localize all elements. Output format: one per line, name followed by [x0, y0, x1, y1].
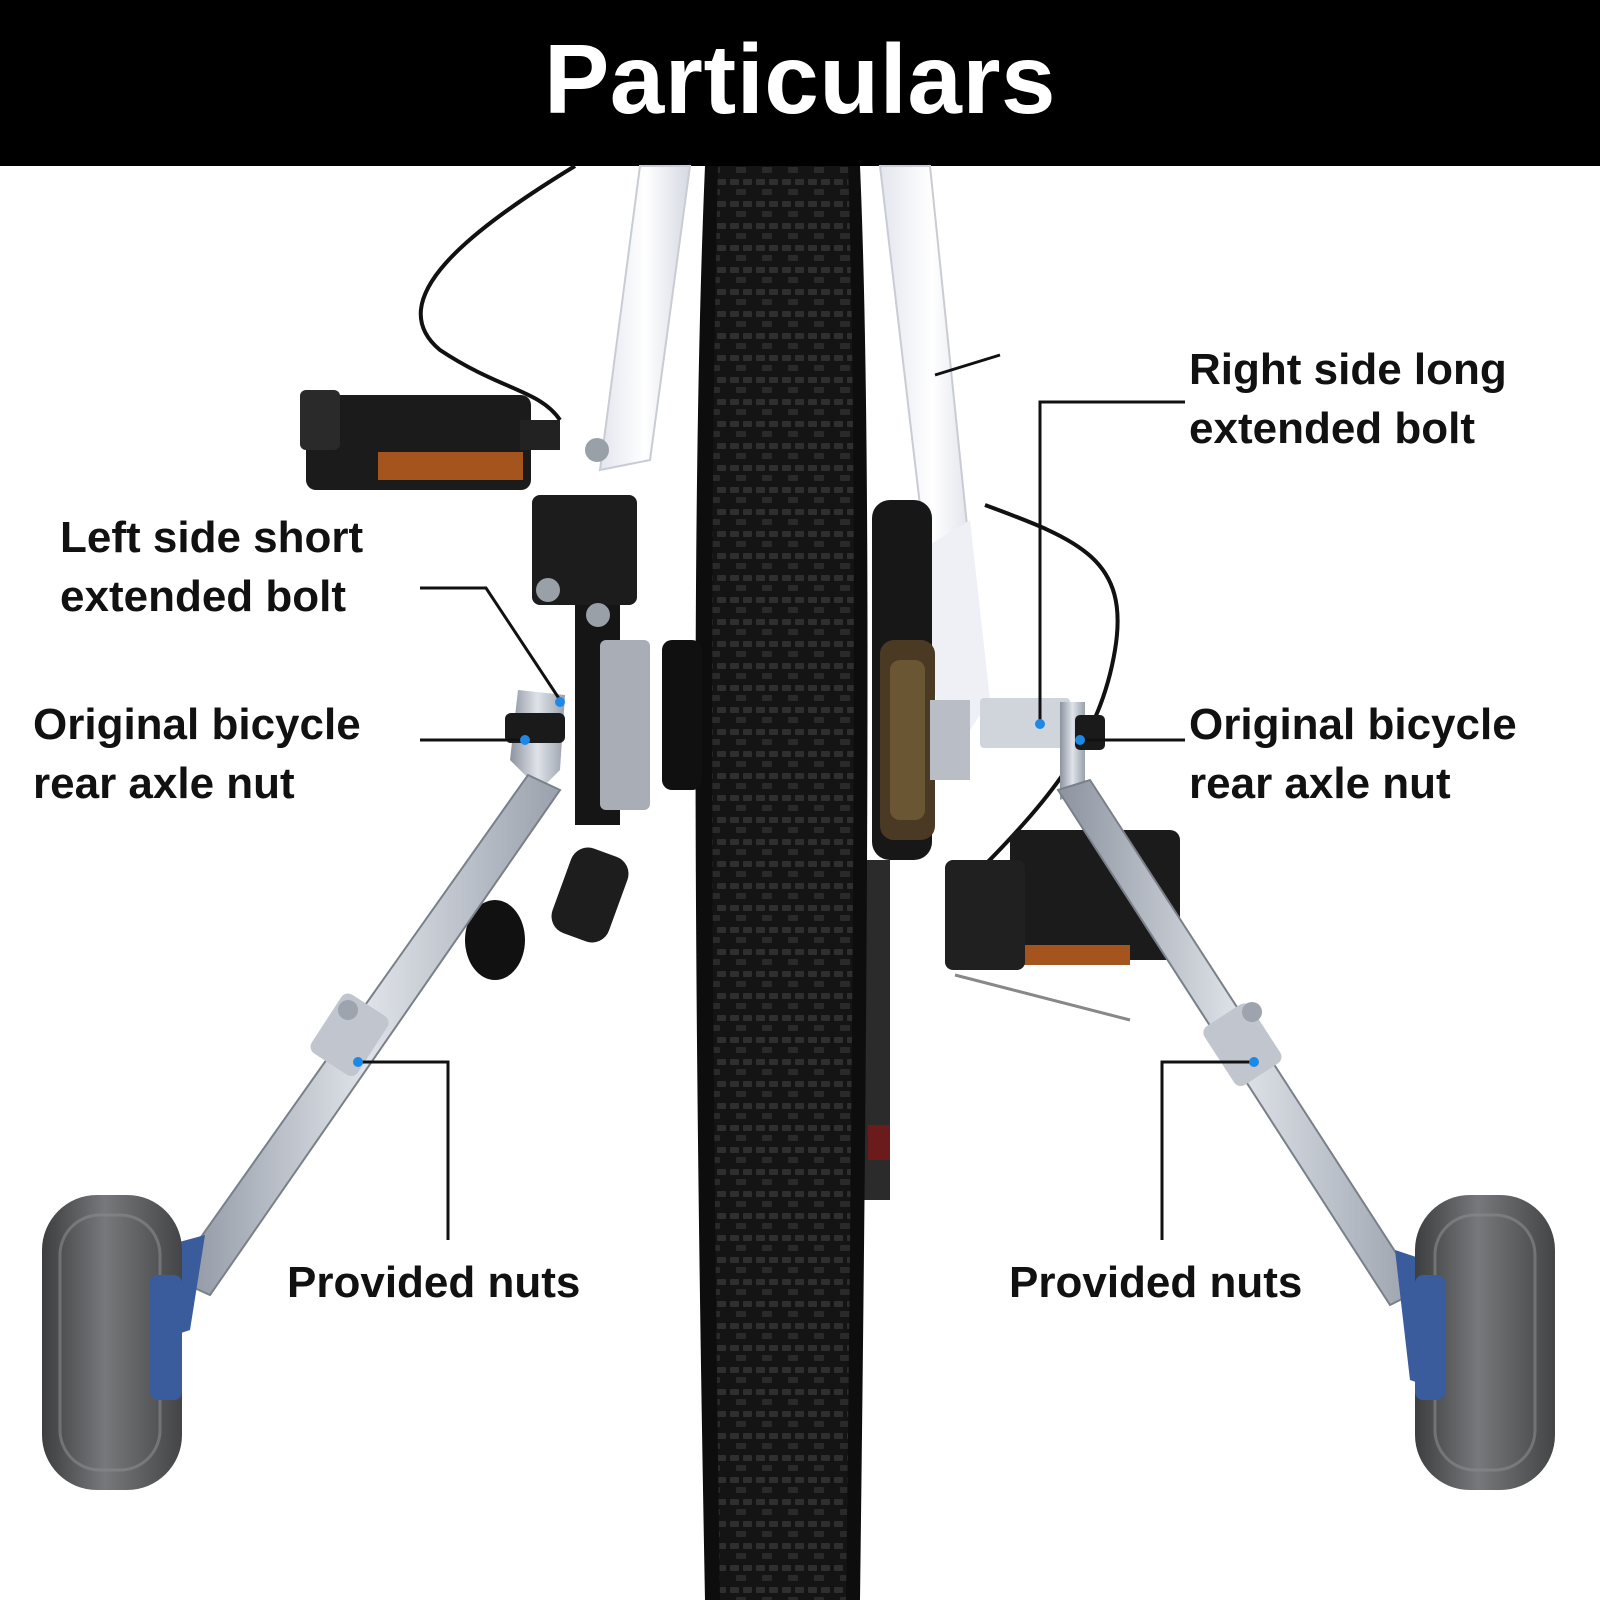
- header-bar: Particulars: [0, 0, 1600, 166]
- label-line: extended bolt: [60, 572, 347, 621]
- leader-lines: [360, 400, 1254, 1240]
- label-left-side-short-bolt: Left side short extended bolt: [60, 508, 363, 626]
- label-axle-nut-right: Original bicycle rear axle nut: [1189, 695, 1517, 813]
- label-line: extended bolt: [1189, 404, 1476, 453]
- label-line: rear axle nut: [33, 759, 295, 808]
- marker-dots: [353, 697, 1259, 1067]
- right-training-wheel: [1415, 1195, 1555, 1490]
- label-line: Original bicycle: [33, 700, 361, 749]
- cables: [418, 164, 1131, 1022]
- page-title: Particulars: [543, 24, 1057, 134]
- label-line: Right side long: [1189, 345, 1507, 394]
- left-pedal: [300, 390, 560, 490]
- rear-tire: [662, 166, 868, 1600]
- label-right-side-long-bolt: Right side long extended bolt: [1189, 340, 1507, 458]
- left-training-wheel: [42, 1195, 182, 1490]
- left-brake-assembly: [465, 438, 650, 980]
- label-line: Original bicycle: [1189, 700, 1517, 749]
- label-provided-nuts-left: Provided nuts: [287, 1258, 581, 1307]
- label-line: rear axle nut: [1189, 759, 1451, 808]
- label-line: Left side short: [60, 513, 364, 562]
- label-provided-nuts-right: Provided nuts: [1009, 1258, 1303, 1307]
- label-axle-nut-left: Original bicycle rear axle nut: [33, 695, 361, 813]
